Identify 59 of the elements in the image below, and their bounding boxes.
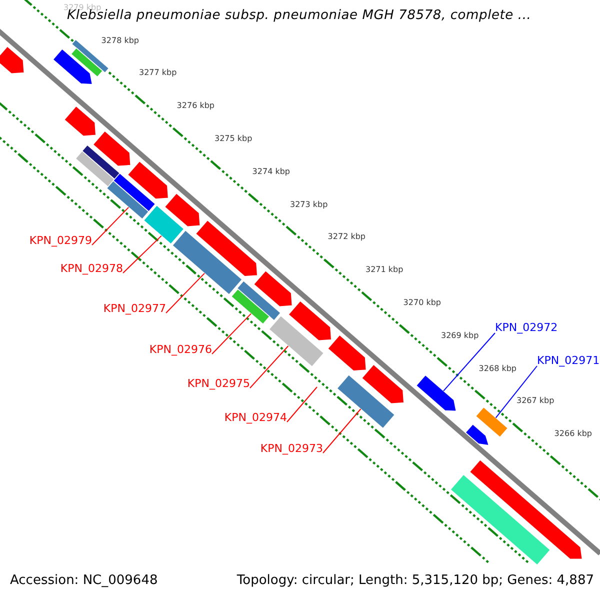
gene-segment [361,364,404,404]
gene-label: KPN_02979 [29,234,92,247]
gene-segment [288,300,332,342]
gene-segment [336,374,396,429]
gene-segment [416,374,457,412]
gene-label: KPN_02973 [260,442,323,455]
gene-segment [475,406,508,438]
gene-label: KPN_02975 [187,377,250,390]
leader-line [250,346,289,388]
gene-segment [112,172,156,212]
gene-label: KPN_02976 [149,343,212,356]
leader-line [443,332,496,392]
gene-segment [70,47,104,78]
gene-segment [236,280,282,322]
scale-label: 3270 kbp [403,296,441,309]
leader-line [166,272,205,314]
leader-line [495,366,538,418]
scale-label: 3272 kbp [328,231,366,244]
gene-segment [164,192,201,228]
scale-label: 3277 kbp [139,67,177,80]
gene-segment [450,474,551,566]
scale-label: 3275 kbp [214,132,252,145]
leader-line [122,235,162,274]
gene-segment [74,150,116,188]
gene-label: KPN_02974 [224,411,287,424]
gene-segment [172,230,243,296]
gene-segment [92,130,132,167]
footer-text: Accession: NC_009648 [10,574,158,587]
gene-label: KPN_02977 [103,302,166,315]
scale-label: 3267 kbp [516,395,554,408]
gene-segment [106,180,150,220]
gene-label: KPN_02971 [537,354,600,367]
gene-segment [253,270,293,308]
gene-segment [0,46,25,74]
gene-label: KPN_02978 [60,262,123,275]
scale-label: 3274 kbp [252,166,290,178]
gene-segment [230,288,270,325]
gene-segment [64,106,96,137]
scale-label: 3269 kbp [441,330,479,342]
gene-segment [127,160,169,200]
scale-label: 3266 kbp [554,428,592,440]
gene-segment [464,424,490,446]
leader-line [212,313,252,354]
gene-segment [195,220,258,277]
scale-label: 3273 kbp [290,198,328,210]
gene-segment [327,334,367,372]
gene-segment [143,204,185,245]
gene-segment [52,48,93,85]
gene-segment [469,459,583,560]
gene-label: KPN_02972 [495,321,558,334]
scale-label: 3278 kbp [101,34,139,46]
gene-segment [268,315,324,368]
scale-label: 3271 kbp [366,264,404,276]
scale-label: 3268 kbp [478,362,516,374]
scale-label: 3276 kbp [176,100,214,112]
footer-text: Topology: circular; Length: 5,315,120 bp; Genes: 4,887 [236,574,594,587]
leader-line [92,206,130,246]
leader-line [322,408,362,454]
leader-line [286,386,318,422]
